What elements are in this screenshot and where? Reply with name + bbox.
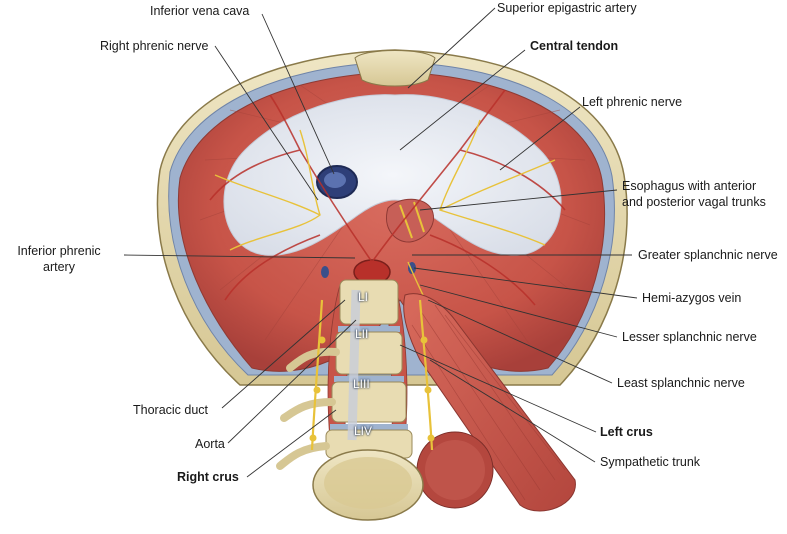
label-left-phrenic-nerve: Left phrenic nerve <box>582 95 683 109</box>
vertebra-l1-label: LI <box>358 290 369 304</box>
label-central-tendon: Central tendon <box>530 39 619 53</box>
label-sympathetic-trunk: Sympathetic trunk <box>600 455 701 469</box>
label-aorta: Aorta <box>195 437 225 451</box>
xiphoid <box>354 50 436 87</box>
label-inferior-phrenic-line2: artery <box>43 260 75 274</box>
label-esophagus-line2: and posterior vagal trunks <box>622 195 766 209</box>
vertebra-l2-label: LII <box>355 327 369 341</box>
label-right-crus: Right crus <box>177 470 239 484</box>
label-inferior-phrenic-line1: Inferior phrenic <box>17 244 101 258</box>
central-tendon <box>223 94 562 256</box>
label-lesser-splanchnic-nerve: Lesser splanchnic nerve <box>622 330 757 344</box>
label-left-crus: Left crus <box>600 425 653 439</box>
label-least-splanchnic-nerve: Least splanchnic nerve <box>617 376 745 390</box>
label-hemi-azygos-vein: Hemi-azygos vein <box>642 291 742 305</box>
psoas-muscle <box>403 293 576 512</box>
label-right-phrenic-nerve: Right phrenic nerve <box>100 39 209 53</box>
label-thoracic-duct: Thoracic duct <box>133 403 209 417</box>
label-superior-epigastric-artery: Superior epigastric artery <box>497 1 637 15</box>
vertebra-l3-label: LIII <box>353 377 370 391</box>
label-inferior-vena-cava: Inferior vena cava <box>150 4 250 18</box>
label-esophagus-line1: Esophagus with anterior <box>622 179 757 193</box>
aorta-vessel <box>347 289 361 441</box>
label-greater-splanchnic-nerve: Greater splanchnic nerve <box>638 248 778 262</box>
vertebra-l4-label: LIV <box>354 424 373 438</box>
